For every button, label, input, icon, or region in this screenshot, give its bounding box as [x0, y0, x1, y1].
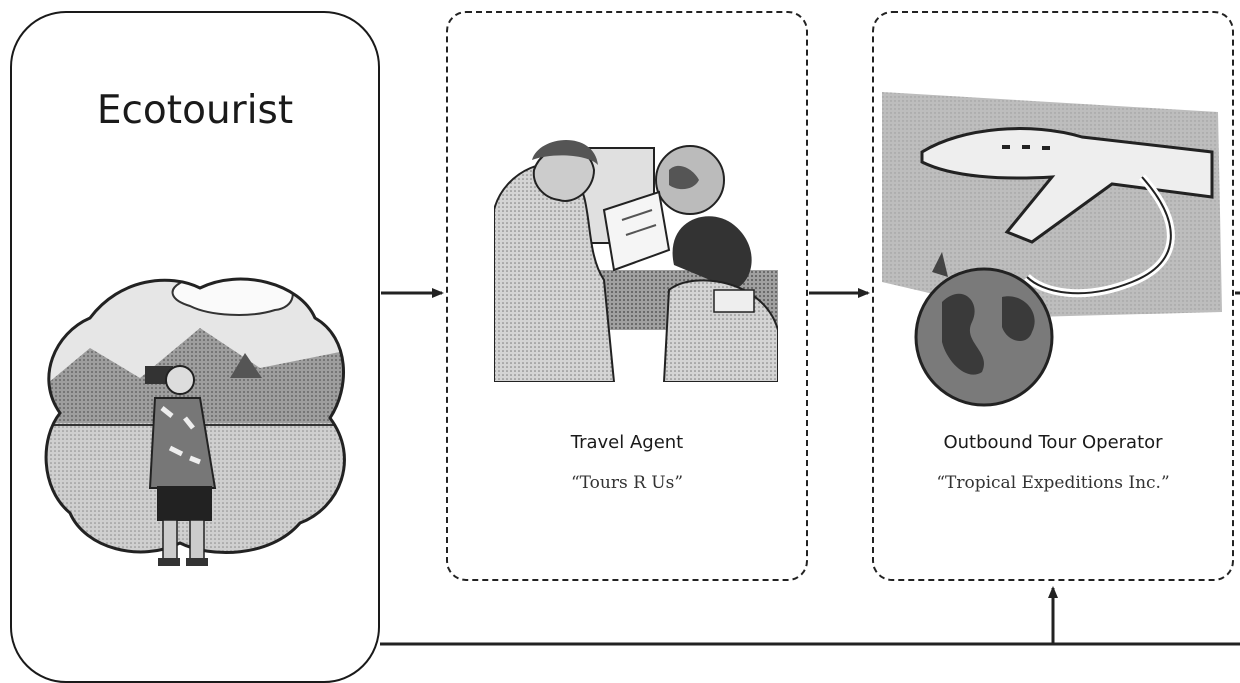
- tour-operator-name: “Tropical Expeditions Inc.”: [936, 473, 1170, 493]
- travel-agent-box: [446, 11, 808, 581]
- ecotourist-title: Ecotourist: [96, 88, 294, 133]
- tourist-illustration-icon: [44, 277, 346, 566]
- travel-agent-illustration-icon: [494, 130, 778, 382]
- tour-operator-illustration-icon: [882, 92, 1222, 407]
- tour-operator-box: [872, 11, 1234, 581]
- travel-agent-label: Travel Agent: [570, 432, 684, 453]
- travel-agent-name: “Tours R Us”: [570, 473, 684, 493]
- tour-operator-label: Outbound Tour Operator: [943, 432, 1163, 453]
